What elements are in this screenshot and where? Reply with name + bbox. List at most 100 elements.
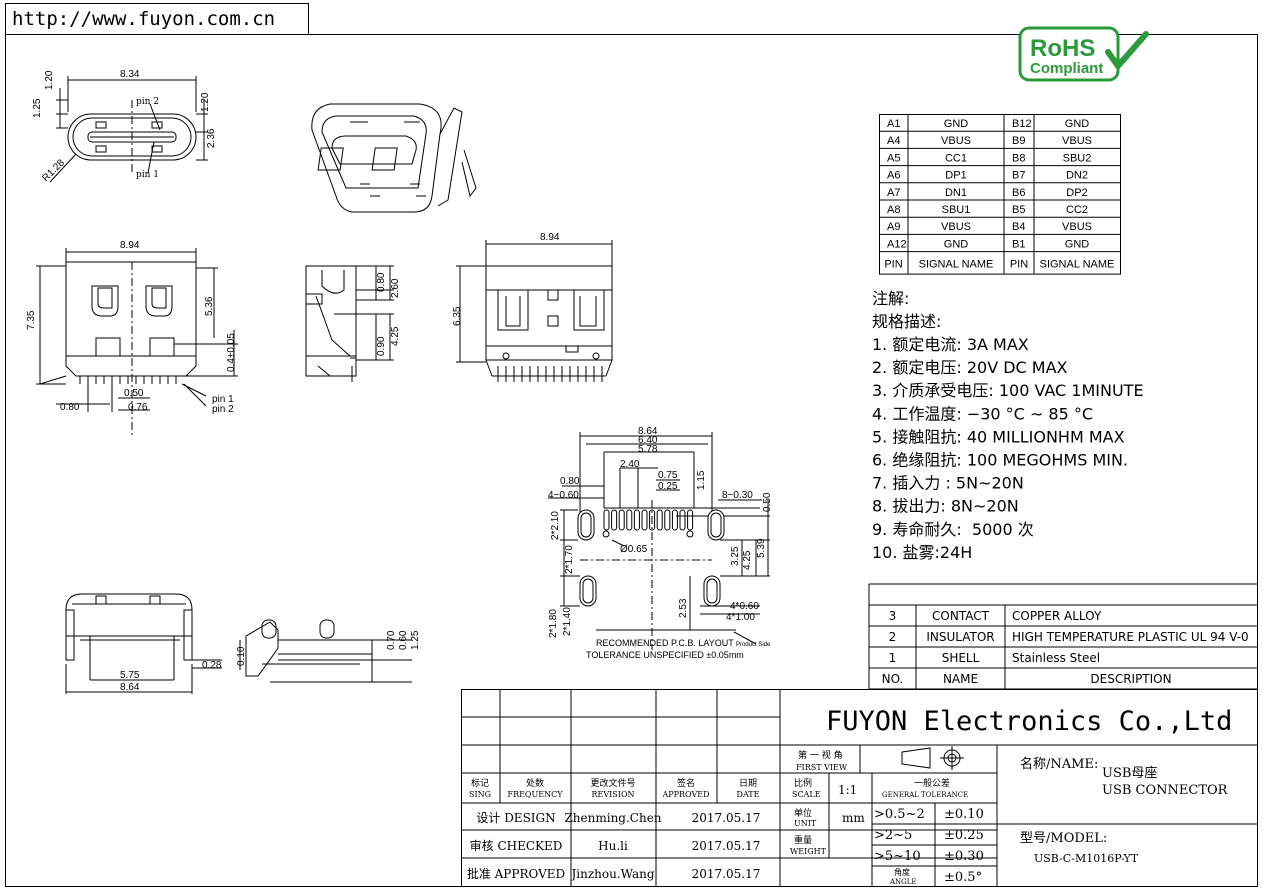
- signoff-name: Zhenming.Chen: [564, 811, 661, 825]
- signoff-role: 批准 APPROVED: [467, 866, 565, 881]
- check-icon: [1105, 31, 1149, 71]
- tolerance-range: >0.5~2: [874, 807, 925, 822]
- dim-pcb-025: 0.25: [658, 481, 678, 492]
- name-label: 名称/NAME:: [1020, 756, 1098, 772]
- dim-pcb-080: 0.80: [560, 476, 580, 487]
- dim-front-04: 0.4±0.05: [226, 333, 237, 372]
- pin-cell: B1: [1012, 238, 1025, 250]
- pin-table-header: SIGNAL NAME: [919, 259, 994, 271]
- dim-pcb-075: 0.75: [658, 470, 678, 481]
- pin-cell: CC1: [945, 152, 967, 164]
- spec-item: 9. 寿命耐久: 5000 次: [872, 520, 1034, 539]
- rohs-badge: RoHS Compliant: [1018, 26, 1149, 82]
- bom-head-desc: DESCRIPTION: [1090, 672, 1171, 686]
- pin-cell: B12: [1012, 118, 1032, 130]
- spec-item: 3. 介质承受电压: 100 VAC 1MINUTE: [872, 381, 1144, 400]
- pcb-pad: [687, 509, 694, 531]
- dim-bside-070: 0.70: [386, 630, 397, 650]
- model-value: USB-C-M1016P-YT: [1034, 852, 1139, 865]
- dim-bottom-864: 8.64: [120, 682, 140, 693]
- dim-front-width: 8.94: [120, 240, 140, 251]
- dim-front-050: 0.50: [124, 388, 144, 399]
- dim-front-080: 0.80: [60, 402, 80, 413]
- pcb-pad: [626, 509, 633, 531]
- col-head-cn: 更改文件号: [590, 777, 635, 789]
- pcb-pad: [603, 509, 610, 531]
- pcb-pad: [679, 509, 686, 531]
- company-name: FUYON Electronics Co.,Ltd: [826, 706, 1232, 737]
- pin-cell: A9: [887, 221, 900, 233]
- dim-pcb-2x210: 2*2.10: [550, 511, 561, 540]
- pcb-edge-label: Product Side: [736, 642, 771, 648]
- dim-pcb-8x030: 8−0.30: [722, 490, 753, 501]
- dim-front-height: 7.35: [26, 310, 37, 330]
- scale-label-cn: 比例: [794, 777, 812, 789]
- col-head-cn: 日期: [739, 778, 757, 789]
- spec-item: 5. 接触阻抗: 40 MILLIONHM MAX: [872, 427, 1125, 446]
- pin-cell: A7: [887, 187, 900, 199]
- bom-head-no: NO.: [882, 672, 904, 686]
- bom-name: INSULATOR: [926, 630, 994, 644]
- pcb-pad: [641, 509, 648, 531]
- tolerance-range: >2~5: [874, 828, 912, 843]
- pin-cell: B7: [1012, 170, 1025, 182]
- bottom-view: 5.75 8.64 0.28: [65, 593, 222, 694]
- notes-subtitle: 规格描述:: [872, 312, 941, 331]
- pin-cell: B6: [1012, 187, 1025, 199]
- top-view: 8.34 1.20 1.25 1.20 2.36 R1.28 pin 2 pin…: [32, 69, 217, 184]
- pin-cell: A12: [887, 238, 907, 250]
- dim-pcb-425: 4.25: [742, 550, 753, 570]
- pin-cell: A8: [887, 204, 900, 216]
- bom-no: 2: [889, 630, 897, 644]
- unit-label-en: UNIT: [794, 819, 817, 828]
- pin-table-header: PIN: [884, 259, 902, 271]
- dim-top-1: 1.20: [44, 70, 55, 90]
- pin-cell: CC2: [1066, 204, 1088, 216]
- spec-item: 4. 工作温度: −30 °C ~ 85 °C: [872, 404, 1093, 423]
- signoff-name: Jinzhou.Wang: [569, 867, 654, 881]
- col-head-en: SING: [469, 790, 491, 799]
- bom-name: SHELL: [942, 651, 980, 665]
- col-head-en: FREQUENCY: [508, 790, 564, 799]
- col-head-en: REVISION: [592, 790, 635, 799]
- col-head-en: DATE: [737, 790, 760, 799]
- projection-en: FIRST VIEW: [796, 763, 848, 772]
- dim-bside-125: 1.25: [410, 630, 421, 650]
- spec-item: 7. 插入力 : 5N~20N: [872, 474, 1024, 493]
- pin-cell: VBUS: [1062, 221, 1092, 233]
- dim-top-3: 1.20: [200, 92, 211, 112]
- pin-cell: VBUS: [941, 221, 971, 233]
- pcb-pad: [664, 509, 671, 531]
- bom-no: 3: [889, 609, 897, 623]
- pcb-pad: [611, 509, 618, 531]
- bom-desc: HIGH TEMPERATURE PLASTIC UL 94 V-0: [1012, 630, 1249, 644]
- tolerance-value: ±0.30: [944, 849, 984, 864]
- name-en: USB CONNECTOR: [1102, 783, 1229, 798]
- pin-cell: SBU1: [942, 204, 971, 216]
- dim-pcb-115: 1.15: [696, 470, 707, 490]
- dim-pcb-578: 5.78: [638, 444, 658, 455]
- url-header: http://www.fuyon.com.cn: [5, 3, 309, 35]
- signoff-role: 设计 DESIGN: [476, 811, 555, 825]
- spec-item: 6. 绝缘阻抗: 100 MEGOHMS MIN.: [872, 451, 1128, 470]
- spec-item: 1. 额定电流: 3A MAX: [872, 335, 1029, 354]
- label-front-pin2: pin 2: [212, 404, 234, 415]
- pin-cell: B9: [1012, 135, 1025, 147]
- dim-back-width: 8.94: [540, 232, 560, 243]
- tolerance-value: ±0.25: [944, 828, 984, 843]
- signoff-date: 2017.05.17: [692, 811, 761, 825]
- scale-label-en: SCALE: [792, 790, 821, 799]
- unit-value: mm: [842, 811, 865, 825]
- pin-cell: B4: [1012, 221, 1025, 233]
- tolerance-head-cn: 一般公差: [914, 777, 950, 789]
- spec-item: 8. 拔出力: 8N~20N: [872, 497, 1019, 516]
- dim-pcb-2x180: 2*1.80: [548, 609, 559, 638]
- pin-cell: A4: [887, 135, 900, 147]
- dim-pcb-hole: Ø0.65: [620, 544, 648, 555]
- pcb-pad: [671, 509, 678, 531]
- pin-table-header: PIN: [1010, 259, 1028, 271]
- name-cn: USB母座: [1102, 766, 1157, 781]
- pin-cell: VBUS: [941, 135, 971, 147]
